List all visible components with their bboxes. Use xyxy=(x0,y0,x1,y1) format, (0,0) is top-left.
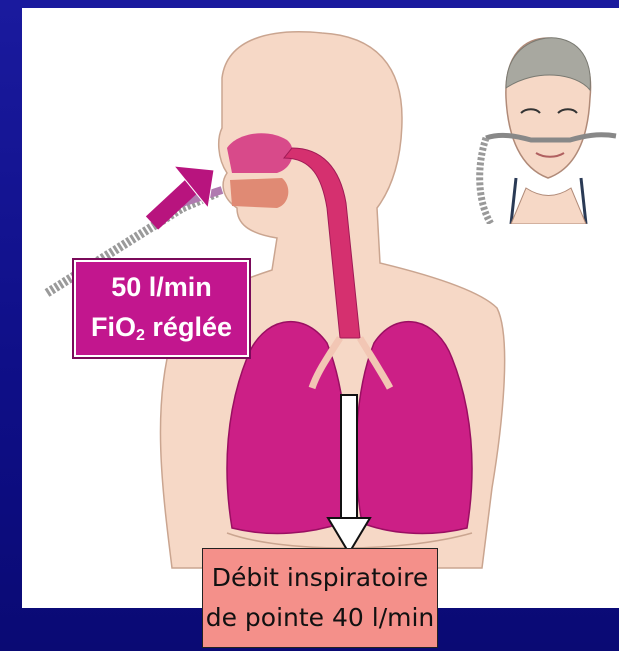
peak-flow-label: Débit inspiratoire de pointe 40 l/min xyxy=(202,548,438,648)
flow-rate-text: 50 l/min xyxy=(76,267,247,307)
slide-panel: 50 l/min FiO2 réglée xyxy=(22,8,619,608)
fio2-suffix: réglée xyxy=(145,312,232,342)
magenta-arrow-icon xyxy=(152,166,214,223)
fio2-subscript: 2 xyxy=(136,327,145,344)
fio2-main: FiO xyxy=(91,312,136,342)
flow-setting-label: 50 l/min FiO2 réglée xyxy=(74,260,249,357)
nasal-cavity xyxy=(227,133,293,173)
cannula-patient-inset xyxy=(466,28,619,224)
oral-cavity xyxy=(230,178,288,208)
peak-flow-line2: de pointe 40 l/min xyxy=(203,598,437,638)
patient-face-icon xyxy=(466,28,619,224)
peak-flow-line1: Débit inspiratoire xyxy=(203,558,437,598)
fio2-text: FiO2 réglée xyxy=(76,307,247,356)
